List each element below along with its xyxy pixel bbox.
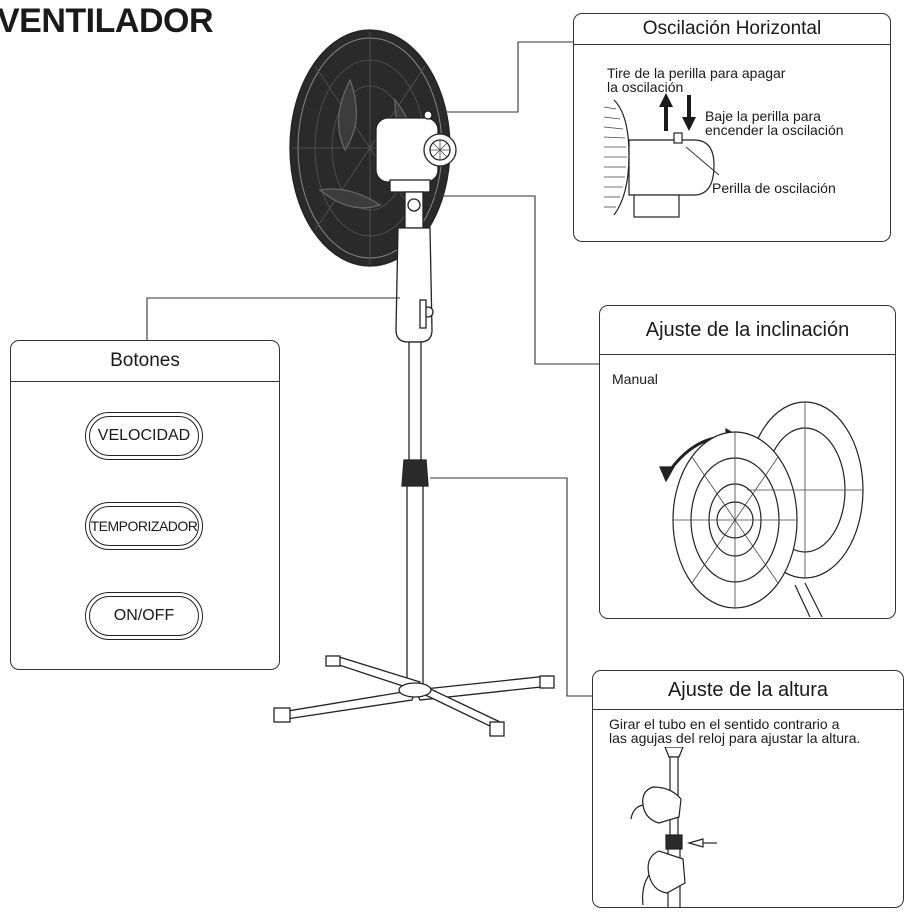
height-illustration <box>630 747 717 907</box>
pull-text-2: la oscilación <box>607 79 684 95</box>
oscillation-illustration <box>603 93 720 218</box>
oscillation-panel: Oscilación Horizontal Tire de la perilla… <box>573 13 891 242</box>
tilt-mode: Manual <box>612 371 658 387</box>
height-collar <box>401 459 429 487</box>
push-text-1: Baje la perilla para <box>705 108 821 124</box>
tilt-illustration <box>659 401 864 617</box>
leader-lines <box>146 41 600 697</box>
pull-text-1: Tire de la perilla para apagar <box>607 65 786 81</box>
buttons-heading: Botones <box>11 341 279 382</box>
upper-pole <box>408 341 422 463</box>
velocidad-label: VELOCIDAD <box>97 427 191 444</box>
temporizador-label: TEMPORIZADOR <box>90 518 198 534</box>
temporizador-button[interactable]: TEMPORIZADOR <box>85 502 203 550</box>
height-heading: Ajuste de la altura <box>593 671 903 710</box>
onoff-label: ON/OFF <box>113 607 175 624</box>
velocidad-button[interactable]: VELOCIDAD <box>85 412 203 460</box>
tilt-panel: Ajuste de la inclinación Manual <box>599 305 896 619</box>
oscillation-heading: Oscilación Horizontal <box>574 14 890 45</box>
lower-pole <box>406 485 424 687</box>
buttons-panel: Botones <box>10 340 280 670</box>
height-text-1: Girar el tubo en el sentido contrario a <box>609 716 840 732</box>
tilt-heading: Ajuste de la inclinación <box>600 306 895 355</box>
onoff-button[interactable]: ON/OFF <box>85 592 203 640</box>
height-panel: Ajuste de la altura Girar el tubo en el … <box>592 670 904 908</box>
height-text-2: las agujas del reloj para ajustar la alt… <box>609 730 861 746</box>
page-title: VENTILADOR <box>0 2 214 40</box>
knob-label: Perilla de oscilación <box>712 180 836 196</box>
oscillation-arrows <box>659 93 696 131</box>
cross-base <box>273 655 555 737</box>
push-text-2: encender la oscilación <box>705 122 844 138</box>
